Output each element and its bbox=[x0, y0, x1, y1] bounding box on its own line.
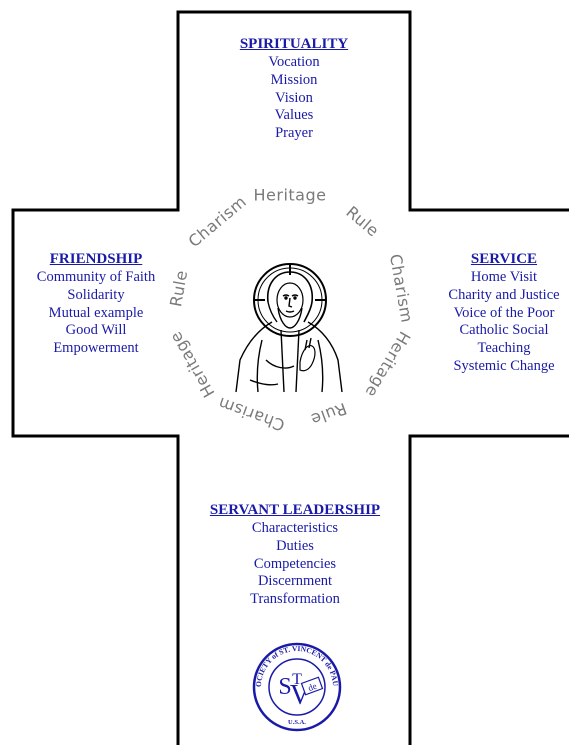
friendship-item: Community of Faith bbox=[36, 269, 156, 286]
christ-icon bbox=[235, 263, 343, 393]
friendship-item: Good Will bbox=[65, 322, 127, 339]
servant-leadership-item: Transformation bbox=[250, 591, 340, 608]
spirituality-item: Vocation bbox=[268, 54, 320, 71]
logo-country: U.S.A. bbox=[288, 719, 306, 726]
servant-leadership-item: Competencies bbox=[253, 555, 337, 572]
service-item: Voice of the Poor bbox=[453, 304, 555, 321]
spirituality-item: Values bbox=[274, 107, 314, 124]
servant-leadership-block: SERVANT LEADERSHIP Characteristics Dutie… bbox=[175, 501, 415, 609]
friendship-item: Solidarity bbox=[67, 286, 125, 303]
friendship-block: FRIENDSHIP Community of Faith Solidarity… bbox=[16, 250, 176, 358]
servant-leadership-item: Duties bbox=[276, 537, 314, 554]
service-item: Charity and Justice bbox=[448, 286, 560, 303]
service-block: SERVICE Home Visit Charity and Justice V… bbox=[430, 250, 569, 375]
logo-monogram-de: de bbox=[307, 681, 318, 693]
friendship-heading: FRIENDSHIP bbox=[49, 251, 143, 267]
friendship-item: Mutual example bbox=[48, 304, 144, 321]
servant-leadership-heading: SERVANT LEADERSHIP bbox=[209, 502, 381, 518]
spirituality-item: Vision bbox=[275, 89, 313, 106]
spirituality-heading: SPIRITUALITY bbox=[239, 36, 349, 52]
spirituality-item: Prayer bbox=[275, 125, 313, 142]
ring-word-heritage: Heritage bbox=[254, 186, 327, 205]
service-item: Teaching bbox=[477, 340, 531, 357]
service-item: Systemic Change bbox=[453, 357, 555, 374]
cross-outline bbox=[11, 10, 569, 745]
spirituality-block: SPIRITUALITY Vocation Mission Vision Val… bbox=[194, 35, 394, 143]
friendship-item: Empowerment bbox=[53, 340, 139, 357]
logo-monogram-s: S bbox=[278, 674, 291, 700]
logo-monogram-t: T bbox=[292, 671, 302, 688]
spirituality-item: Mission bbox=[270, 71, 318, 88]
servant-leadership-item: Discernment bbox=[257, 573, 333, 590]
service-heading: SERVICE bbox=[470, 251, 538, 267]
service-item: Catholic Social bbox=[459, 322, 549, 339]
service-item: Home Visit bbox=[470, 269, 538, 286]
servant-leadership-item: Characteristics bbox=[251, 520, 339, 537]
